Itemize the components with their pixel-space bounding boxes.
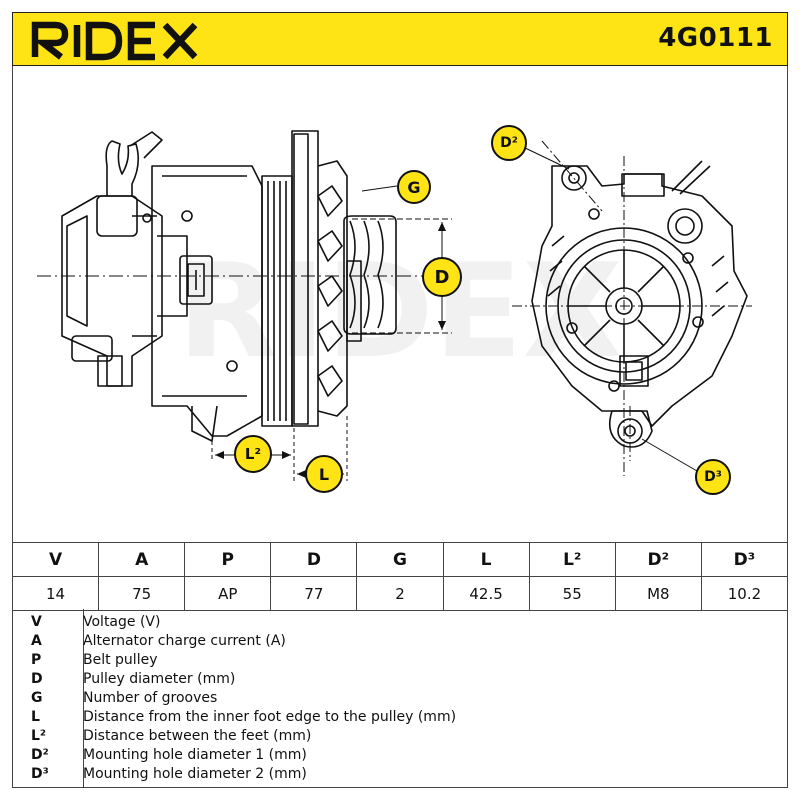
legend: V Voltage (V) A Alternator charge curren… xyxy=(12,609,788,788)
spec-val-d3: 10.2 xyxy=(700,576,789,611)
callout-d2: D² xyxy=(491,125,527,161)
legend-text: Mounting hole diameter 1 (mm) xyxy=(83,747,307,763)
legend-row: V Voltage (V) xyxy=(13,613,787,632)
spec-val-p: AP xyxy=(184,576,272,611)
legend-text: Voltage (V) xyxy=(83,614,161,630)
callout-d: D xyxy=(422,257,462,297)
spec-header-row: V A P D G L L² D² D³ xyxy=(11,542,789,577)
legend-key: G xyxy=(31,690,43,706)
spec-value-row: 14 75 AP 77 2 42.5 55 M8 10.2 xyxy=(11,576,789,611)
legend-row: D³ Mounting hole diameter 2 (mm) xyxy=(13,765,787,784)
callout-d3-label: D³ xyxy=(704,469,722,485)
ridex-logo xyxy=(31,21,198,61)
legend-key: A xyxy=(31,633,42,649)
legend-text: Distance between the feet (mm) xyxy=(83,728,312,744)
spec-val-v: 14 xyxy=(11,576,100,611)
legend-row: G Number of grooves xyxy=(13,689,787,708)
legend-key: L² xyxy=(31,728,47,744)
spec-val-l: 42.5 xyxy=(442,576,530,611)
legend-text: Mounting hole diameter 2 (mm) xyxy=(83,766,307,782)
spec-val-d: 77 xyxy=(270,576,358,611)
spec-val-l2: 55 xyxy=(528,576,616,611)
legend-divider xyxy=(83,609,84,787)
legend-key: D³ xyxy=(31,766,49,782)
legend-key: D² xyxy=(31,747,49,763)
legend-row: L Distance from the inner foot edge to t… xyxy=(13,708,787,727)
spec-val-g: 2 xyxy=(356,576,444,611)
spec-col-v: V xyxy=(11,542,100,577)
spec-val-a: 75 xyxy=(98,576,186,611)
callout-l-label: L xyxy=(318,464,330,484)
spec-col-d: D xyxy=(270,542,358,577)
spec-col-l2: L² xyxy=(528,542,616,577)
callout-l2-label: L² xyxy=(244,445,262,463)
spec-col-d3: D³ xyxy=(700,542,789,577)
legend-text: Number of grooves xyxy=(83,690,218,706)
drawing-frame xyxy=(12,66,788,542)
alternator-drawing: RIDEX xyxy=(37,130,752,481)
part-number: 4G0111 xyxy=(658,23,773,53)
legend-row: P Belt pulley xyxy=(13,651,787,670)
spec-col-d2: D² xyxy=(614,542,702,577)
spec-col-p: P xyxy=(184,542,272,577)
legend-text: Alternator charge current (A) xyxy=(83,633,286,649)
legend-row: D Pulley diameter (mm) xyxy=(13,670,787,689)
legend-text: Pulley diameter (mm) xyxy=(83,671,236,687)
callout-l2: L² xyxy=(234,435,272,473)
callout-d-label: D xyxy=(434,266,450,288)
header-bar: 4G0111 xyxy=(12,12,788,66)
legend-row: A Alternator charge current (A) xyxy=(13,632,787,651)
legend-row: D² Mounting hole diameter 1 (mm) xyxy=(13,746,787,765)
legend-key: P xyxy=(31,652,42,668)
spec-table: V A P D G L L² D² D³ 14 75 AP 77 2 42.5 … xyxy=(11,542,789,611)
spec-val-d2: M8 xyxy=(614,576,702,611)
callout-g: G xyxy=(397,170,431,204)
legend-key: V xyxy=(31,614,42,630)
watermark-text: RIDEX xyxy=(177,235,622,387)
spec-col-a: A xyxy=(98,542,186,577)
spec-col-l: L xyxy=(442,542,530,577)
callout-d2-label: D² xyxy=(500,135,518,151)
legend-key: D xyxy=(31,671,43,687)
callout-l: L xyxy=(305,455,343,493)
legend-key: L xyxy=(31,709,40,725)
callout-d3: D³ xyxy=(695,459,731,495)
callout-g-label: G xyxy=(407,177,421,197)
legend-text: Distance from the inner foot edge to the… xyxy=(83,709,457,725)
legend-text: Belt pulley xyxy=(83,652,158,668)
spec-col-g: G xyxy=(356,542,444,577)
legend-row: L² Distance between the feet (mm) xyxy=(13,727,787,746)
